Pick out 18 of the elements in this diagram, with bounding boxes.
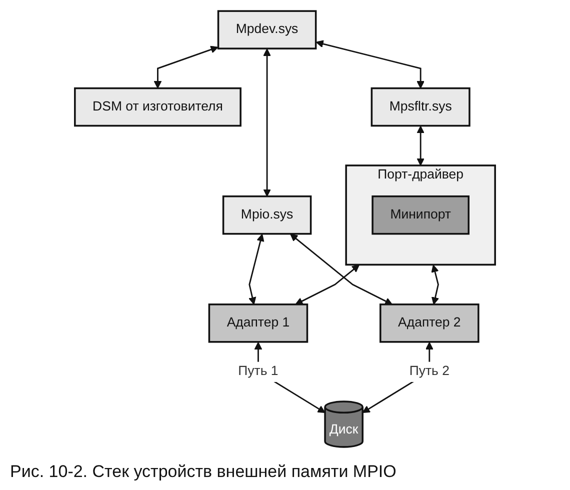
arrow xyxy=(416,126,424,166)
node-box: DSM от изготовителя xyxy=(74,87,242,127)
node-box: Адаптер 2 xyxy=(380,304,480,343)
arrow xyxy=(431,264,440,305)
arrow xyxy=(316,40,424,89)
node-box: Mpdev.sys xyxy=(217,10,317,50)
edge-label: Путь 2 xyxy=(409,364,450,379)
node-box: Mpio.sys xyxy=(222,195,312,235)
arrow xyxy=(290,234,392,305)
arrow xyxy=(295,264,360,305)
figure-caption: Рис. 10-2. Стек устройств внешней памяти MPIO xyxy=(9,461,398,483)
arrow xyxy=(263,48,271,197)
edge-label: Путь 1 xyxy=(238,364,278,379)
arrow xyxy=(248,234,264,305)
node-box: Минипорт xyxy=(372,195,470,235)
node-box: Адаптер 1 xyxy=(208,304,308,343)
arrow xyxy=(154,46,218,89)
node-box: Mpsfltr.sys xyxy=(370,87,470,127)
